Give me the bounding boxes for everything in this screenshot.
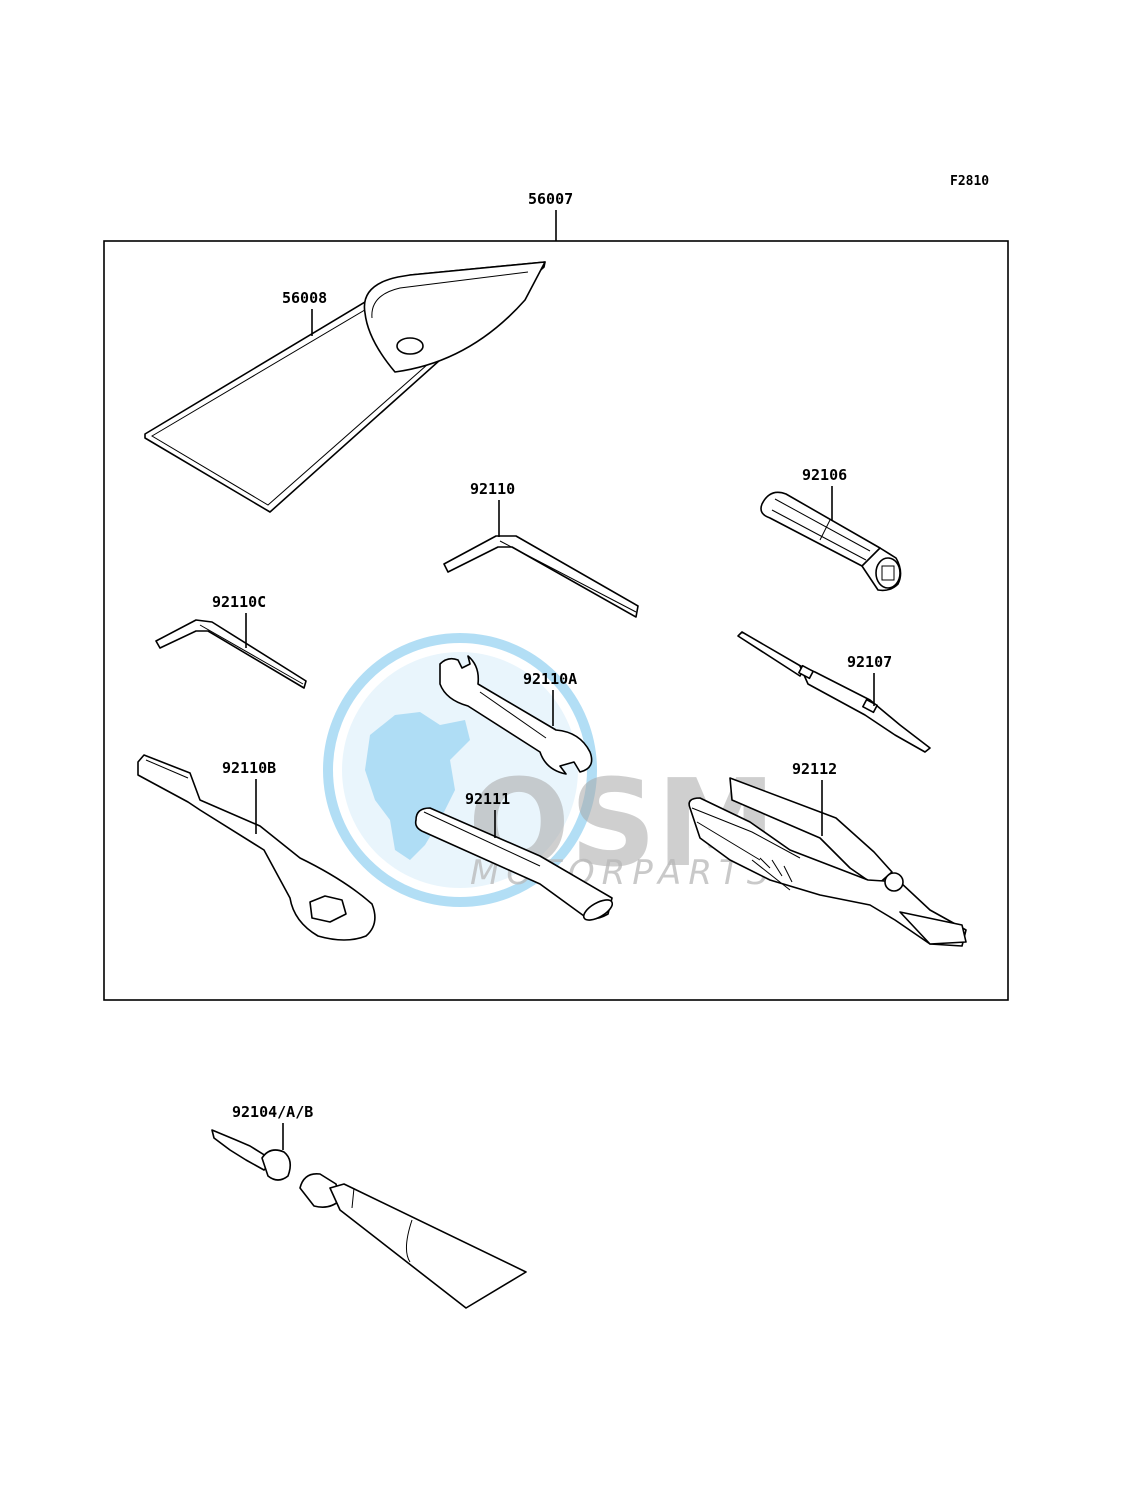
figure-id: F2810 — [950, 174, 989, 189]
valve-tube-set — [211, 1129, 527, 1309]
screwdriver-bit — [737, 631, 931, 753]
hex-wrench-large-label: 92110 — [470, 480, 515, 498]
hex-wrench-small-label: 92110C — [212, 593, 266, 611]
watermark-globe-ring — [323, 633, 597, 907]
watermark-continents — [365, 712, 470, 860]
pliers — [688, 777, 967, 947]
tool-pouch — [144, 261, 546, 513]
screwdriver-label: 92107 — [847, 653, 892, 671]
pliers-label: 92112 — [792, 760, 837, 778]
hex-wrench-large — [443, 535, 639, 618]
open-end-wrench — [439, 655, 593, 775]
kit-box — [103, 240, 1009, 1001]
socket-tool — [760, 491, 902, 592]
pouch-label: 56008 — [282, 289, 327, 307]
hex-wrench-small — [155, 619, 307, 689]
tube-label: 92104/A/B — [232, 1103, 313, 1121]
ring-wrench-label: 92110B — [222, 759, 276, 777]
wrench-handle — [414, 807, 614, 921]
handle-label: 92111 — [465, 790, 510, 808]
ring-wrench — [137, 754, 376, 941]
open-wrench-label: 92110A — [523, 670, 577, 688]
socket-label: 92106 — [802, 466, 847, 484]
kit-label: 56007 — [528, 190, 573, 208]
